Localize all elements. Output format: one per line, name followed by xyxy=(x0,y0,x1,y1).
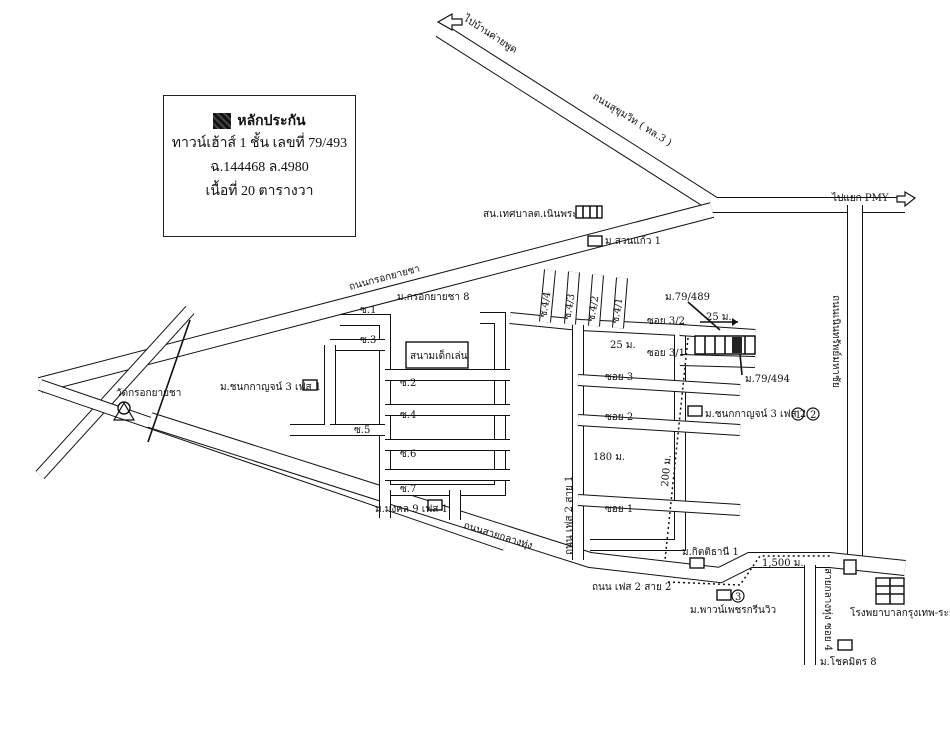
label-s43: ซ.4/3 xyxy=(562,293,577,321)
label-playground: สนามเด็กเล่น xyxy=(410,348,468,362)
label-soi1: ซอย 1 xyxy=(605,504,633,515)
route-200m xyxy=(664,337,689,561)
route-1500m xyxy=(667,555,832,586)
legend-line-1: ทาวน์เฮ้าส์ 1 ชั้น เลขที่ 79/493 xyxy=(171,136,348,151)
left-diagonal-divider xyxy=(147,319,191,443)
label-circle2: 2 xyxy=(810,410,816,421)
road-sai-klang-thung xyxy=(147,412,906,584)
label-soi32: ซอย 3/2 xyxy=(647,316,685,327)
hospital-icon xyxy=(875,577,905,605)
label-municipal-office: สน.เทศบาลต.เนินพระ xyxy=(483,209,578,220)
house-icon-chokmit xyxy=(837,639,853,651)
label-mongkol: ม.มงคล 9 เฟส 1 xyxy=(375,504,448,515)
label-krok-yai-cha-8: ม.กรอกยายชา 8 xyxy=(397,292,470,303)
label-sai-klang-thung-soi4: สายกลางทุ่ง ซอย 4 xyxy=(822,568,833,651)
label-soi31: ซอย 3/1 xyxy=(647,348,685,359)
label-soi2: ซอย 2 xyxy=(605,412,633,423)
house-icon-suan-kaeo xyxy=(587,235,603,247)
building-icon-municipal-office xyxy=(575,205,603,219)
label-s6: ซ.6 xyxy=(400,449,416,460)
label-d25a: 25 ม. xyxy=(706,312,732,323)
temple-icon xyxy=(112,401,136,421)
left-estate-roads xyxy=(290,312,510,520)
house-icon-chonkanya-1 xyxy=(302,379,318,391)
house-icon-pawinphon xyxy=(716,589,732,601)
label-chokmit: ม.โชคมิตร 8 xyxy=(820,655,877,668)
playground-box xyxy=(405,341,469,369)
label-s2: ซ.2 xyxy=(400,378,416,389)
label-hospital: โรงพยาบาลกรุงเทพ-ระยอง xyxy=(850,606,950,619)
label-pawinphon: ม.พาวน์เพชรกรีนวิว xyxy=(690,604,776,616)
label-chonkanya-2: ม.ชนกกาญจน์ 3 เฟส 2 xyxy=(705,408,806,420)
house-icon-chonkanya-2 xyxy=(687,405,703,417)
label-phase2-sai2: ถนน เฟส 2 สาย 2 xyxy=(592,582,671,593)
label-s1: ซ.1 xyxy=(360,305,376,316)
collateral-unit-marker xyxy=(732,337,742,353)
label-chonkanya-1: ม.ชนกกาญจน์ 3 เฟส 1 xyxy=(220,381,321,393)
label-kittithani: ม.กิตติธานี 1 xyxy=(682,546,739,558)
legend-line-3: เนื้อที่ 20 ตารางวา xyxy=(205,184,314,199)
label-s5: ซ.5 xyxy=(354,425,370,436)
road-sukhumvit xyxy=(435,23,905,213)
house-icon-mongkol xyxy=(427,499,443,511)
label-suan-kaeo: ม.สวนแก้ว 1 xyxy=(605,235,661,247)
label-s4: ซ.4 xyxy=(400,410,416,421)
legend-title: หลักประกัน xyxy=(164,110,355,132)
label-noen-sap-mahachai: ถนนเนินทรัพย์มหาชัย xyxy=(830,295,842,388)
label-s42: ซ.4/2 xyxy=(586,295,601,323)
legend-title-text: หลักประกัน xyxy=(237,114,306,129)
label-s3: ซ.3 xyxy=(360,335,376,346)
convenience-store-icon xyxy=(843,559,857,575)
label-d180: 180 ม. xyxy=(593,452,625,463)
label-lot494: ม.79/494 xyxy=(745,374,790,385)
right-estate-roads xyxy=(509,269,756,560)
label-circle1: 1 xyxy=(795,410,801,421)
house-icon-kittithani xyxy=(689,557,705,569)
label-soi3: ซอย 3 xyxy=(605,372,633,383)
label-lot489: ม.79/489 xyxy=(665,292,710,303)
arrow-to-ban-phe xyxy=(436,12,463,32)
label-circle3: 3 xyxy=(735,592,741,603)
legend-line-2: ฉ.144468 ล.4980 xyxy=(210,160,309,175)
label-s41: ซ.4/1 xyxy=(610,297,625,325)
legend-box: หลักประกัน ทาวน์เฮ้าส์ 1 ชั้น เลขที่ 79/… xyxy=(163,95,356,237)
label-d200: 200 ม. xyxy=(660,454,674,487)
arrow-to-pmy xyxy=(896,190,917,208)
label-s44: ซ.4/4 xyxy=(538,291,553,319)
label-s7: ซ.7 xyxy=(400,484,416,495)
label-temple: วัดกรอกยายชา xyxy=(116,388,181,399)
townhouse-row xyxy=(694,335,756,355)
label-d1500: 1,500 ม. xyxy=(762,558,804,569)
collateral-swatch-icon xyxy=(213,113,232,129)
label-d25b: 25 ม. xyxy=(610,340,636,351)
label-to-pmy: ไปแยก PMY xyxy=(831,192,889,204)
label-phase2-sai1: ถนน เฟส 2 สาย 1 xyxy=(564,476,575,555)
